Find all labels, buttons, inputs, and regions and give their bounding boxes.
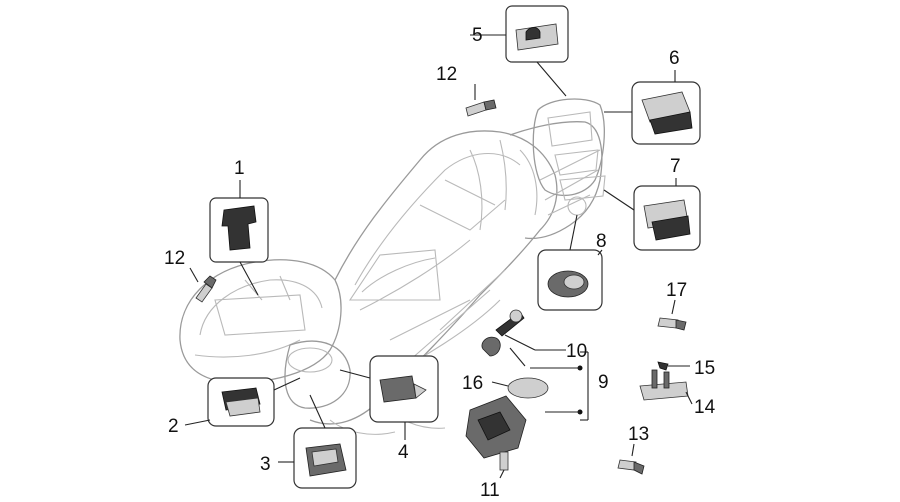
part-12-left-bulb: [189, 267, 217, 303]
part-14-15-bracket: [639, 361, 693, 405]
callout-6: 6: [669, 48, 680, 69]
part-7-box: [603, 178, 701, 251]
callout-7: 7: [670, 156, 681, 177]
callout-13: 13: [628, 424, 649, 445]
callout-12-top: 12: [436, 64, 457, 85]
callout-15: 15: [694, 358, 715, 379]
part-4-box: [339, 355, 439, 440]
callout-8: 8: [596, 231, 607, 252]
part-8-box: [537, 214, 603, 311]
callout-labels: 1 2 3 4 5 6 7 8 9 10 11 12 12 13 14 15 1…: [164, 25, 716, 501]
callout-17: 17: [666, 280, 687, 301]
callout-9: 9: [598, 372, 609, 393]
part-3-box: [278, 394, 357, 489]
part-6-box: [604, 70, 701, 145]
part-17-bulb: [657, 299, 687, 331]
part-1-box: [209, 180, 269, 296]
part-13-bulb: [617, 443, 645, 475]
callout-4: 4: [398, 442, 409, 463]
callout-10: 10: [566, 341, 587, 362]
callout-5: 5: [472, 25, 483, 46]
callout-2: 2: [168, 416, 179, 437]
right-handlebar-pod: [532, 98, 606, 201]
callout-14: 14: [694, 397, 716, 418]
scooter-outline: [179, 121, 603, 435]
part-12-top-bulb: [465, 84, 497, 117]
callout-16: 16: [462, 373, 483, 394]
callout-3: 3: [260, 454, 271, 475]
ignition-lock-assembly: [465, 309, 589, 479]
part-5-box: [470, 5, 569, 97]
part-2-box: [184, 377, 301, 427]
callout-1: 1: [234, 158, 245, 179]
callout-12-left: 12: [164, 248, 185, 269]
callout-11: 11: [480, 480, 500, 501]
